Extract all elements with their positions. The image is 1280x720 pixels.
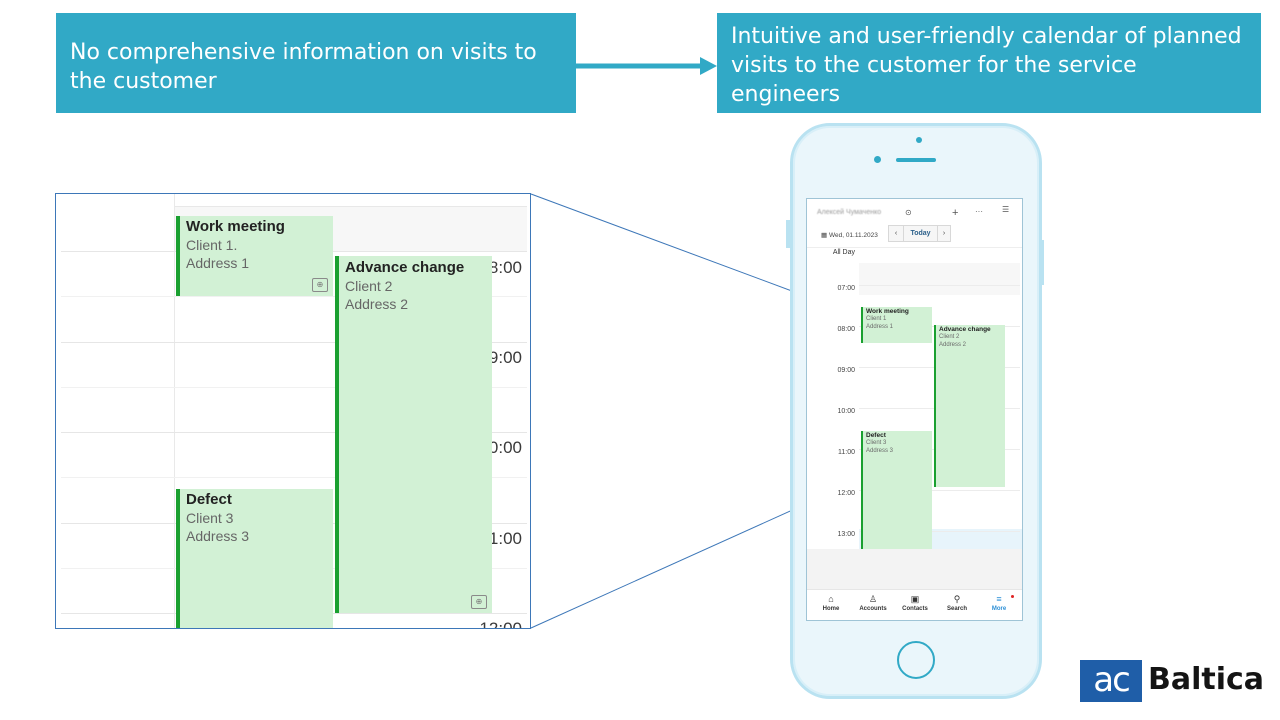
solution-text: Intuitive and user-friendly calendar of …: [731, 24, 1242, 107]
prev-day-button[interactable]: ‹: [888, 225, 904, 242]
problem-text: No comprehensive information on visits t…: [70, 40, 537, 94]
time-label: 09:00: [837, 367, 855, 374]
event-title: Work meeting: [866, 308, 909, 315]
tab-label: Search: [946, 606, 967, 612]
time-label: 08:00: [837, 326, 855, 333]
participant-icon: ⊕: [312, 278, 328, 292]
tab-label: Contacts: [902, 606, 928, 612]
next-day-button[interactable]: ›: [937, 225, 951, 242]
event-title: Advance change: [939, 326, 991, 333]
tab-more[interactable]: ≡ More: [979, 594, 1019, 614]
event-title: Advance change: [345, 259, 465, 276]
arrow-head: [700, 57, 717, 75]
time-label: 13:00: [837, 531, 855, 538]
zoomed-calendar: 08:00 09:00 10:00 11:00 12:00 Work meeti…: [55, 193, 531, 629]
notification-dot: [1011, 595, 1014, 598]
search-icon: ⚲: [953, 594, 961, 604]
phone-event-advance-change[interactable]: Advance change Client 2 Address 2: [934, 325, 1005, 487]
grid-line: [61, 296, 527, 297]
menu-icon: ≡: [996, 594, 1002, 604]
phone-event-work-meeting[interactable]: Work meeting Client 1 Address 1: [861, 307, 932, 343]
event-address: Address 3: [866, 447, 894, 454]
event-advance-change[interactable]: Advance change Client 2 Address 2 ⊕: [335, 256, 492, 613]
today-button[interactable]: Today: [903, 225, 938, 242]
time-label: 12:00: [837, 490, 855, 497]
all-day-row: [859, 263, 1020, 295]
bottom-tab-bar: ⌂ Home ♙ Accounts ▣ Contacts ⚲ Search ≡ …: [807, 589, 1022, 620]
time-label: 11:00: [838, 449, 855, 456]
tab-label: Accounts: [859, 606, 887, 612]
phone-screen: Алексей Чумаченко ⊙ + ··· ☰ ▦ Wed, 01.11…: [806, 198, 1023, 621]
calendar-header: Алексей Чумаченко ⊙ + ··· ☰ ▦ Wed, 01.11…: [807, 199, 1022, 248]
contact-card-icon: ▣: [910, 594, 920, 604]
more-icon[interactable]: ···: [975, 207, 983, 216]
event-defect[interactable]: Defect Client 3 Address 3: [176, 489, 333, 628]
user-icon: ♙: [868, 594, 878, 604]
grid-line: [61, 342, 527, 343]
zoom-connector-bottom: [530, 502, 809, 629]
logo-mark: ac: [1080, 660, 1142, 702]
problem-banner: No comprehensive information on visits t…: [56, 13, 576, 113]
event-client: Client 2: [345, 278, 393, 294]
grid-line: [61, 432, 527, 433]
event-address: Address 3: [186, 528, 250, 544]
participant-icon: ⊕: [471, 595, 487, 609]
time-label: 12:00: [479, 619, 522, 629]
logo-text: Baltica: [1148, 662, 1265, 697]
event-title: Work meeting: [186, 218, 285, 235]
time-label: 10:00: [837, 408, 855, 415]
grid-line: [859, 490, 1020, 491]
tab-label: More: [991, 606, 1007, 612]
event-client: Client 3: [186, 510, 234, 526]
camera-dot: [916, 137, 922, 143]
all-day-label: All Day: [832, 249, 855, 256]
phone-event-defect[interactable]: Defect Client 3 Address 3: [861, 431, 932, 549]
date-text: Wed, 01.11.2023: [828, 232, 878, 239]
speaker-grille: [896, 158, 936, 162]
event-work-meeting[interactable]: Work meeting Client 1. Address 1 ⊕: [176, 216, 333, 296]
tab-label: Home: [822, 606, 840, 612]
time-label: 07:00: [837, 285, 855, 292]
event-title: Defect: [186, 491, 232, 508]
grid-line: [859, 285, 1020, 286]
tab-home[interactable]: ⌂ Home: [811, 594, 851, 614]
event-title: Defect: [866, 432, 886, 439]
grid-line: [859, 531, 1020, 532]
event-client: Client 1: [866, 316, 887, 322]
solution-banner: Intuitive and user-friendly calendar of …: [717, 13, 1261, 113]
empty-area: [807, 549, 1022, 591]
side-button: [1040, 240, 1044, 285]
tab-contacts[interactable]: ▣ Contacts: [895, 594, 935, 614]
home-button[interactable]: [897, 641, 935, 679]
event-address: Address 2: [939, 341, 967, 348]
list-view-icon[interactable]: ☰: [1002, 205, 1010, 214]
home-icon: ⌂: [828, 594, 834, 604]
event-client: Client 1.: [186, 237, 238, 253]
dropdown-icon[interactable]: ⊙: [905, 208, 912, 217]
tab-accounts[interactable]: ♙ Accounts: [853, 594, 893, 614]
zoom-connector-top: [530, 193, 809, 298]
user-name[interactable]: Алексей Чумаченко: [817, 209, 882, 216]
event-client: Client 3: [866, 440, 887, 446]
event-client: Client 2: [939, 334, 960, 340]
tab-search[interactable]: ⚲ Search: [937, 594, 977, 614]
event-address: Address 1: [866, 323, 894, 330]
current-date[interactable]: ▦ Wed, 01.11.2023: [821, 232, 878, 239]
grid-line: [61, 387, 527, 388]
sensor-dot: [874, 156, 881, 163]
time-divider: [174, 194, 175, 628]
volume-button: [786, 220, 790, 248]
event-address: Address 2: [345, 296, 409, 312]
event-address: Address 1: [186, 255, 250, 271]
grid-line: [61, 477, 527, 478]
add-icon[interactable]: +: [952, 207, 959, 219]
